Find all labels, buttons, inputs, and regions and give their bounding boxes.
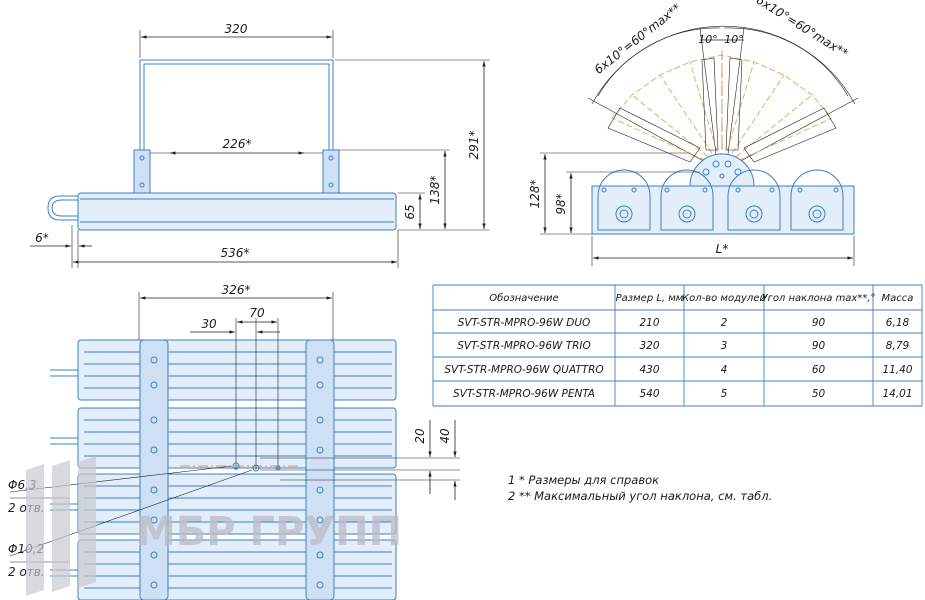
table-header-cell: Размер L, мм (616, 293, 684, 304)
table-cell: 430 (639, 364, 659, 376)
angle-10-left: 10° (698, 33, 718, 46)
bolt-hole (316, 486, 324, 494)
bolt-hole (150, 581, 158, 589)
watermark: МБР ГРУПП (26, 456, 402, 596)
dim-536: 536* (221, 246, 250, 260)
bolt-hole (150, 446, 158, 454)
dim-65: 65 (403, 204, 417, 219)
watermark-text: МБР ГРУПП (136, 509, 402, 555)
dim-320: 320 (225, 22, 248, 36)
bolt-hole (150, 416, 158, 424)
table-cell: SVT-STR-MPRO-96W PENTA (453, 388, 595, 400)
dim-40: 40 (438, 428, 452, 444)
table-cell: 90 (812, 317, 826, 329)
table-header-cell: Кол-во модулей (682, 293, 766, 304)
table-cell: SVT-STR-MPRO-96W TRIO (457, 340, 591, 352)
table-cell: 6,18 (886, 317, 910, 329)
table-cell: 210 (639, 317, 659, 329)
dim-30: 30 (201, 317, 217, 331)
angle-left-label: 6x10°=60°max** (592, 1, 684, 77)
bolt-hole (316, 516, 324, 524)
bolt-hole (150, 516, 158, 524)
notes: 1 * Размеры для справок 2 ** Максимальны… (508, 473, 772, 503)
luminaire-body-side (77, 192, 397, 231)
table-cell: 11,40 (882, 364, 912, 376)
dim-6: 6* (35, 231, 49, 245)
table-header-cell: Масса (882, 293, 914, 304)
note-2: 2 ** Максимальный угол наклона, см. табл… (508, 489, 772, 503)
note-1: 1 * Размеры для справок (508, 473, 659, 487)
table-cell: SVT-STR-MPRO-96W DUO (458, 317, 591, 329)
table-cell: 320 (639, 340, 659, 352)
bolt-hole (316, 551, 324, 559)
dim-226: 226* (223, 137, 252, 151)
cable-loop (51, 199, 78, 217)
angle-right-label: 6x10°=60°max** (754, 0, 851, 60)
table-cell: 5 (721, 388, 728, 400)
dim-98: 98* (554, 193, 568, 214)
table-cell: 3 (721, 340, 728, 352)
table-cell: 90 (812, 340, 826, 352)
bolt-hole (150, 356, 158, 364)
top-view: 326* 70 30 20 40 Φ6,3 2 отв. Φ10,2 2 от (8, 283, 460, 600)
side-view: 320 226* 291* 138* 65 6* 536* (30, 22, 490, 268)
bolt-hole (150, 381, 158, 389)
tilt-fan (607, 50, 837, 169)
dim-291: 291* (467, 131, 481, 160)
table-header-cell: Обозначение (489, 292, 558, 304)
table-cell: 540 (639, 388, 659, 400)
bolt-hole (316, 381, 324, 389)
table-cell: 2 (721, 317, 728, 329)
bolt-hole (316, 416, 324, 424)
table-cell: 60 (812, 364, 826, 376)
bolt-hole (150, 551, 158, 559)
mounting-bracket (139, 59, 334, 192)
angle-10-right: 10° (724, 33, 744, 46)
dim-L: L* (716, 242, 729, 256)
dim-326: 326* (222, 283, 251, 297)
table-header-cell: Угол наклона max**,° (761, 293, 875, 304)
bolt-hole (316, 581, 324, 589)
dim-128: 128* (528, 180, 542, 209)
dim-20: 20 (413, 428, 427, 444)
table-cell: 50 (812, 388, 826, 400)
module-panel (77, 407, 397, 469)
dim-70: 70 (249, 306, 265, 320)
table-cell: 14,01 (882, 388, 912, 400)
front-view: 128* 98* L* 6x10°=60°max** 6x10°=60°max*… (528, 0, 859, 266)
table-cell: SVT-STR-MPRO-96W QUATTRO (444, 364, 603, 376)
bolt-hole (316, 356, 324, 364)
bolt-hole (316, 446, 324, 454)
bracket-bar (139, 339, 169, 600)
module-panel (77, 339, 397, 401)
table-cell: 8,79 (886, 340, 910, 352)
bolt-hole (150, 486, 158, 494)
table-cell: 4 (721, 364, 728, 376)
dim-138: 138* (428, 176, 442, 205)
